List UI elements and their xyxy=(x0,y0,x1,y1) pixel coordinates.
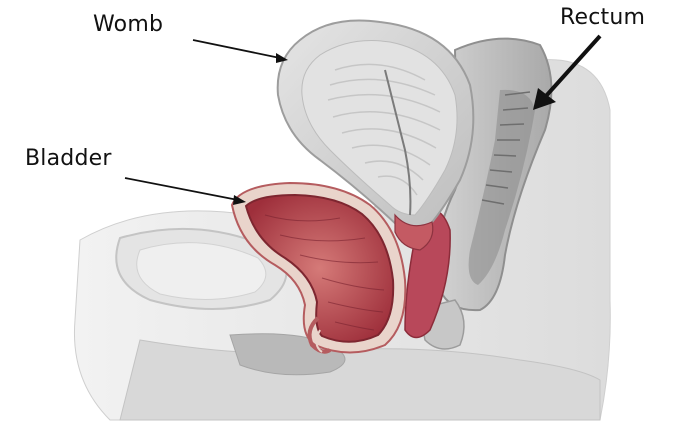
bladder-label: Bladder xyxy=(25,146,112,171)
bladder-pointer xyxy=(125,178,246,205)
womb-pointer xyxy=(193,40,288,63)
rectum-label: Rectum xyxy=(560,5,645,30)
womb-label: Womb xyxy=(93,12,163,37)
